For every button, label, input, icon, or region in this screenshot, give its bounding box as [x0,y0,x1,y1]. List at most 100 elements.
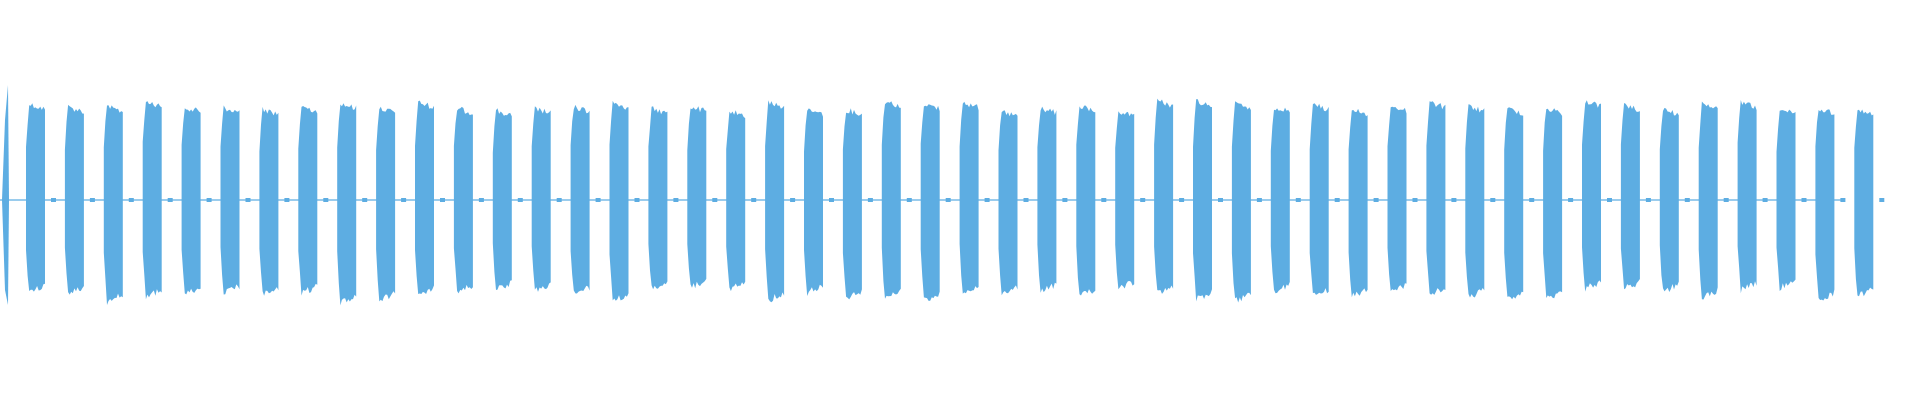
waveform-gap-blip [401,198,407,202]
waveform-burst [1348,108,1368,298]
waveform-gap-blip [440,198,445,202]
waveform-gap-blip [673,198,679,202]
waveform-burst [570,104,590,294]
waveform-burst-lead [2,85,9,305]
waveform-burst [298,106,318,296]
waveform-gap-blip [284,198,290,202]
waveform-burst [765,100,785,303]
waveform-burst [259,106,279,296]
waveform-gap-blip [1179,198,1185,202]
waveform-gap-blip [89,198,95,202]
waveform-burst [492,108,512,290]
waveform-burst [1037,106,1057,293]
waveform-gap-blip [1295,198,1301,202]
waveform-burst [1504,107,1524,300]
waveform-gap-blip [906,198,912,202]
waveform-gap-blip [1645,198,1651,202]
waveform-burst [64,104,84,295]
waveform-burst [804,108,823,297]
waveform-burst [220,105,240,295]
waveform-gap-blip [167,198,173,202]
waveform-gap-blip [945,198,951,202]
waveform-gap-blip [1684,198,1690,202]
waveform-gap-blip [829,198,834,202]
waveform-gap-blip [1801,198,1807,202]
waveform-burst [1231,101,1251,303]
waveform-burst [1854,109,1874,297]
waveform-burst [453,106,473,294]
waveform-burst [415,100,434,294]
waveform-gap-blip [1490,198,1496,202]
waveform-gap-blip [1723,198,1729,202]
waveform-burst [376,106,396,302]
waveform-burst [881,101,901,299]
waveform-burst [687,106,707,289]
waveform-burst [337,103,357,306]
waveform-burst [1543,108,1563,299]
waveform-gap-blip [1218,198,1223,202]
waveform-burst [1465,104,1485,298]
waveform-gap-blip [1529,198,1535,202]
waveform-burst [142,101,162,300]
waveform-gap-blip [1568,198,1574,202]
waveform-gap-blip [128,198,134,202]
waveform-gap-blip [517,198,523,202]
waveform-gap-blip [362,198,368,202]
waveform-burst [1115,111,1135,290]
waveform-gap-blip [1879,198,1885,202]
waveform-gap-blip [245,198,251,202]
waveform-bursts [2,85,1885,306]
waveform-gap-blip [1334,198,1340,202]
waveform-gap-blip [1840,198,1846,202]
waveform-gap-blip [712,198,718,202]
waveform-burst [1387,106,1407,291]
waveform-burst [1270,107,1290,294]
waveform-burst [531,106,551,292]
waveform-gap-blip [984,198,990,202]
waveform-gap-blip [1023,198,1029,202]
waveform-burst [959,101,979,294]
waveform-gap-blip [1412,198,1418,202]
waveform-burst [842,108,862,300]
waveform-burst [1776,109,1796,291]
waveform-gap-blip [790,198,796,202]
waveform-gap-blip [51,198,56,202]
waveform-gap-blip [595,198,601,202]
waveform-gap-blip [556,198,562,202]
waveform-burst [1582,100,1601,292]
waveform-burst [1426,101,1446,295]
waveform-burst [26,103,45,292]
waveform-burst [726,110,746,292]
waveform-burst [1154,98,1174,294]
waveform-gap-blip [1062,198,1068,202]
waveform-burst [1659,107,1679,293]
waveform-gap-blip [867,198,873,202]
waveform-burst [103,105,123,305]
waveform-burst [648,106,668,290]
waveform-burst [998,110,1018,296]
waveform-burst [1620,103,1640,290]
waveform-gap-blip [1373,198,1379,202]
waveform-burst [609,100,629,301]
waveform-burst [1309,103,1329,295]
waveform-gap-blip [1256,198,1262,202]
waveform-burst [1076,105,1096,296]
waveform-burst [181,107,201,295]
waveform-gap-blip [1101,198,1107,202]
waveform-gap-blip [634,198,640,202]
waveform-gap-blip [1607,198,1612,202]
waveform-gap-blip [1451,198,1457,202]
waveform-gap-blip [206,198,212,202]
waveform-burst [1737,100,1757,294]
waveform-gap-blip [1140,198,1146,202]
waveform-gap-blip [1762,198,1768,202]
waveform-gap-blip [323,198,329,202]
waveform-burst [1698,101,1718,300]
waveform-gap-blip [478,198,484,202]
waveform-burst [1815,109,1835,301]
waveform-burst [1193,99,1212,302]
waveform-burst [920,104,940,301]
waveform-gap-blip [751,198,757,202]
